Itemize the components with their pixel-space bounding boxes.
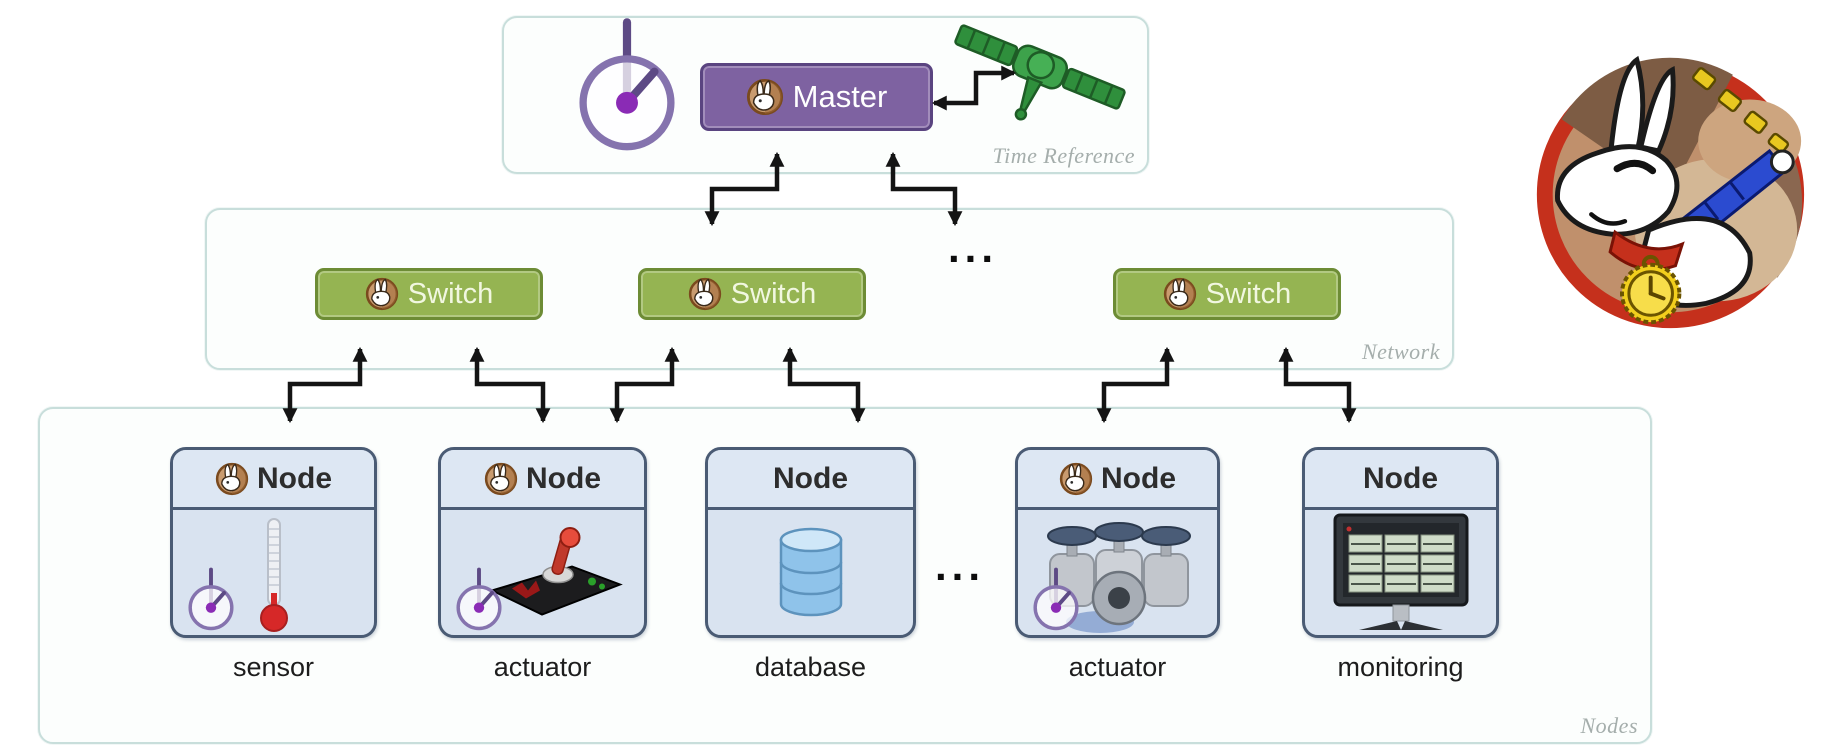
white-rabbit-icon [365,277,399,311]
node-label: database [754,652,867,682]
node-title: Node [773,461,848,495]
node-card-database: Node [705,447,916,638]
white-rabbit-icon [484,462,518,496]
white-rabbit-icon [746,78,784,116]
white-rabbit-icon [1059,462,1093,496]
nodes-ellipsis: ... [934,542,985,589]
switch-button-3: Switch [1113,268,1341,320]
white-rabbit-logo [1536,55,1805,329]
clock-icon [185,566,237,632]
node-header: Node [441,450,644,510]
node-title: Node [1101,461,1176,495]
node-title: Node [526,461,601,495]
node-label: monitoring [1337,652,1464,682]
master-label: Master [792,79,888,114]
node-header: Node [173,450,374,510]
white-rabbit-icon [1163,277,1197,311]
thermometer-icon [259,518,288,632]
switch-button-1: Switch [315,268,543,320]
node-title: Node [257,461,332,495]
node-body [1018,510,1217,635]
switch-label: Switch [1205,277,1292,310]
network-ellipsis: ... [947,224,998,271]
node-body [708,510,913,635]
database-icon [779,527,842,617]
switch-label: Switch [407,277,494,310]
switch-button-2: Switch [638,268,866,320]
clock-icon [453,566,505,632]
clock-icon [1030,566,1082,632]
node-label: sensor [232,652,315,682]
node-label: actuator [493,652,592,682]
joystick-icon [488,527,623,616]
node-card-monitoring: Node [1302,447,1499,638]
node-label: actuator [1068,652,1167,682]
node-title: Node [1363,461,1438,495]
network-label: Network [1361,339,1440,364]
monitor-icon [1333,513,1468,630]
node-card-actuator-valves: Node [1015,447,1220,638]
node-header: Node [708,450,913,510]
switch-label: Switch [730,277,817,310]
white-rabbit-icon [688,277,722,311]
time-reference-label: Time Reference [992,143,1135,168]
node-header: Node [1018,450,1217,510]
node-body [1305,510,1496,635]
node-body [173,510,374,635]
nodes-label: Nodes [1580,713,1638,738]
node-header: Node [1305,450,1496,510]
white-rabbit-icon [215,462,249,496]
node-body [441,510,644,638]
node-card-sensor: Node [170,447,377,638]
node-card-actuator-joystick: Node [438,447,647,638]
master-button: Master [700,63,933,131]
